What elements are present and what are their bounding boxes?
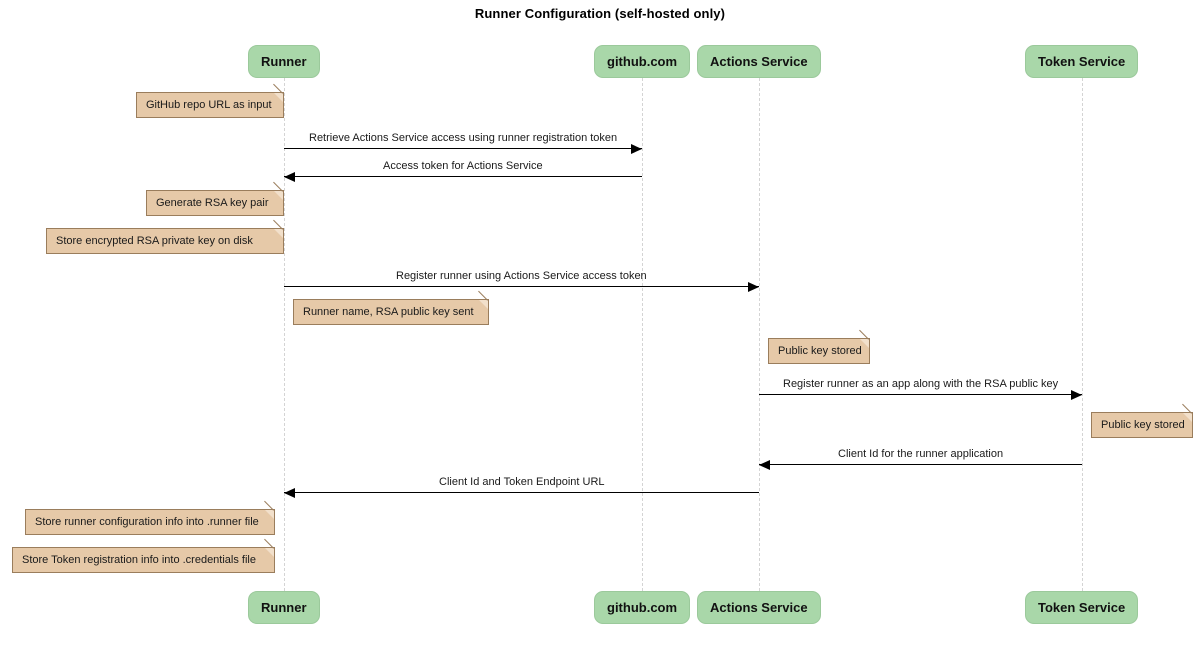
participant-bottom-runner[interactable]: Runner — [248, 591, 320, 624]
note-label: Generate RSA key pair — [156, 197, 269, 209]
message-arrowhead-4 — [759, 460, 770, 470]
note-label: Store Token registration info into .cred… — [22, 554, 256, 566]
message-line-3 — [759, 394, 1082, 395]
note-fold-icon — [265, 548, 274, 557]
note-4: Public key stored — [768, 329, 870, 364]
message-line-0 — [284, 148, 642, 149]
note-6: Store runner configuration info into .ru… — [25, 500, 275, 535]
note-1: Generate RSA key pair — [146, 181, 284, 216]
note-label: Public key stored — [778, 345, 862, 357]
participant-top-actions[interactable]: Actions Service — [697, 45, 821, 78]
note-label: Public key stored — [1101, 419, 1185, 431]
note-fold-icon — [274, 229, 283, 238]
note-fold-icon — [274, 93, 283, 102]
message-line-1 — [284, 176, 642, 177]
note-fold-icon — [479, 300, 488, 309]
note-label: Runner name, RSA public key sent — [303, 306, 474, 318]
message-label-5: Client Id and Token Endpoint URL — [439, 476, 605, 488]
lifeline-actions — [759, 78, 760, 591]
participant-top-github[interactable]: github.com — [594, 45, 691, 78]
lifeline-github — [642, 78, 643, 591]
message-label-4: Client Id for the runner application — [838, 448, 1004, 460]
message-label-0: Retrieve Actions Service access using ru… — [309, 132, 618, 144]
note-fold-icon — [274, 191, 283, 200]
message-label-1: Access token for Actions Service — [383, 160, 543, 172]
page-title: Runner Configuration (self-hosted only) — [474, 6, 726, 21]
message-line-5 — [284, 492, 759, 493]
note-7: Store Token registration info into .cred… — [12, 538, 275, 573]
message-line-4 — [759, 464, 1082, 465]
note-label: GitHub repo URL as input — [146, 99, 272, 111]
note-0: GitHub repo URL as input — [136, 83, 284, 118]
note-3: Runner name, RSA public key sent — [293, 290, 489, 325]
note-label: Store encrypted RSA private key on disk — [56, 235, 253, 247]
note-5: Public key stored — [1091, 403, 1193, 438]
message-arrowhead-2 — [748, 282, 759, 292]
participant-top-runner[interactable]: Runner — [248, 45, 320, 78]
participant-top-token[interactable]: Token Service — [1025, 45, 1139, 78]
participant-bottom-token[interactable]: Token Service — [1025, 591, 1139, 624]
message-arrowhead-1 — [284, 172, 295, 182]
message-arrowhead-5 — [284, 488, 295, 498]
message-label-3: Register runner as an app along with the… — [783, 378, 1059, 390]
participant-bottom-actions[interactable]: Actions Service — [697, 591, 821, 624]
note-label: Store runner configuration info into .ru… — [35, 516, 259, 528]
message-arrowhead-0 — [631, 144, 642, 154]
note-2: Store encrypted RSA private key on disk — [46, 219, 284, 254]
note-fold-icon — [265, 510, 274, 519]
lifeline-runner — [284, 78, 285, 591]
note-fold-icon — [1183, 413, 1192, 422]
message-arrowhead-3 — [1071, 390, 1082, 400]
note-fold-icon — [860, 339, 869, 348]
participant-bottom-github[interactable]: github.com — [594, 591, 691, 624]
message-line-2 — [284, 286, 759, 287]
message-label-2: Register runner using Actions Service ac… — [396, 270, 647, 282]
lifeline-token — [1082, 78, 1083, 591]
